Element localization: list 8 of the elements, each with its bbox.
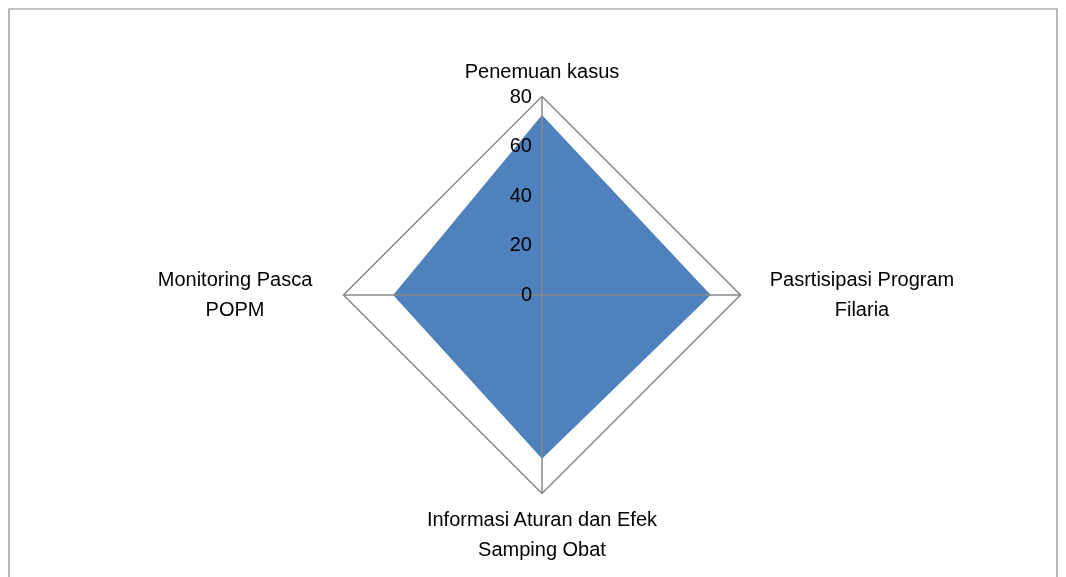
tick-label: 0 <box>519 283 532 305</box>
tick-label: 80 <box>508 84 532 107</box>
category-label: Penemuan kasus <box>463 59 621 84</box>
tick-label: 20 <box>508 233 532 256</box>
category-label: Monitoring Pasca POPM <box>156 267 314 322</box>
tick-label: 40 <box>508 183 532 206</box>
category-label: Pasrtisipasi Program Filaria <box>768 267 956 322</box>
category-label: Informasi Aturan dan Efek Samping Obat <box>425 507 659 562</box>
